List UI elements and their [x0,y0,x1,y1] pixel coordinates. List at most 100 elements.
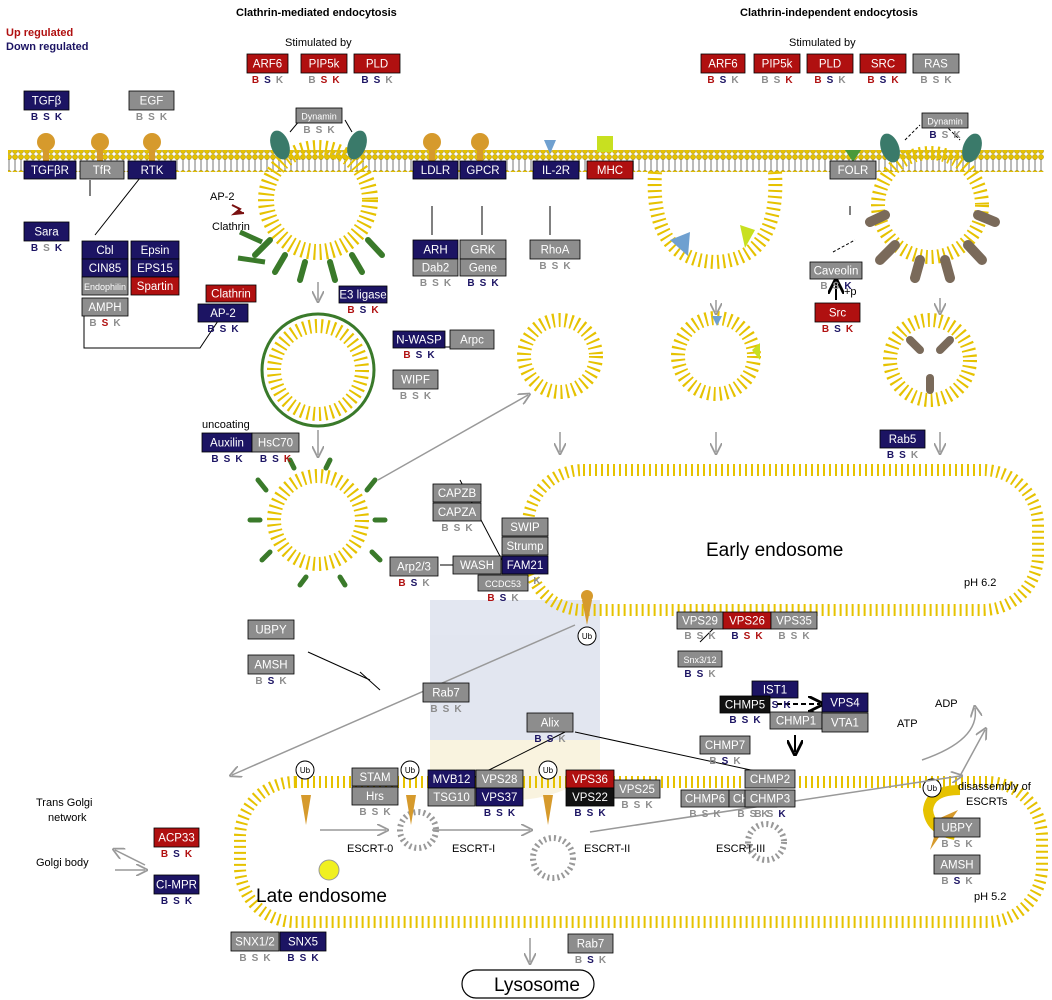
header-clathrin-mediated: Clathrin-mediated endocytosis [236,7,397,19]
protein-box-mhc: MHC [587,161,633,179]
protein-box-rtk: RTK [128,161,176,179]
bsk-letter: K [284,454,292,465]
bsk-letter: B [737,809,744,820]
protein-box-label: VPS35 [776,616,812,628]
bsk-letter: K [385,75,393,86]
bsk-letter: K [235,454,243,465]
protein-box-label: VPS26 [729,616,765,628]
bsk-letter: S [697,631,704,642]
bsk-letter: K [465,523,473,534]
bsk-letter: B [575,955,582,966]
protein-box-ldlr: LDLR [413,161,458,179]
protein-box-label: Rab7 [577,939,605,951]
protein-box-ubpy-l: UBPY [248,620,294,639]
bsk-letter: S [411,578,418,589]
bsk-letter: B [467,278,474,289]
bsk-letter: K [185,849,193,860]
protein-box-label: CHMP2 [750,774,790,786]
protein-box-dab2: Dab2BSK [413,259,458,289]
bsk-letter: B [941,876,948,887]
protein-box-gene: GeneBSK [460,259,506,289]
bsk-letter: K [327,125,335,136]
bsk-letter: B [920,75,927,86]
protein-box-label: VPS37 [482,792,518,804]
bsk-letter: B [255,676,262,687]
ub-label: Ub [543,766,554,775]
bsk-letter: B [484,808,491,819]
protein-box-label: PIP5k [309,59,340,71]
protein-box-eps15: EPS15 [131,259,179,277]
ub-label: Ub [405,766,416,775]
bsk-letter: S [443,704,450,715]
bsk-letter: B [31,243,38,254]
protein-box-amph: AMPHBSK [82,298,128,329]
protein-box-label: Auxilin [210,438,244,450]
bsk-letter: S [744,631,751,642]
bsk-letter: B [778,631,785,642]
protein-box-nwasp: N-WASPBSK [393,331,445,361]
protein-box-label: MHC [597,165,623,177]
bsk-letter: B [207,324,214,335]
protein-box-label: MVB12 [433,774,471,786]
protein-box-label: Spartin [137,281,173,293]
bsk-letter: S [316,125,323,136]
bsk-letter: K [263,953,271,964]
protein-box-label: RTK [141,165,164,177]
label-lysosome: Lysosome [494,975,580,996]
stimulated-right: Stimulated by [789,37,856,49]
bsk-letter: S [547,734,554,745]
bsk-letter: B [161,849,168,860]
label-disassembly: disassembly of [958,781,1032,793]
bsk-letter: S [454,523,461,534]
bsk-letter: K [965,876,973,887]
protein-box-label: Dynamin [301,112,337,122]
bsk-letter: S [496,808,503,819]
bsk-letter: S [360,305,367,316]
bsk-letter: B [534,734,541,745]
bsk-letter: B [707,75,714,86]
protein-box-snx5: SNX5BSK [280,932,326,964]
bsk-letter: K [279,676,287,687]
bsk-letter: K [731,75,739,86]
bsk-letter: K [911,450,919,461]
label-escrt2: ESCRT-II [584,843,630,855]
bsk-letter: K [965,839,973,850]
bsk-letter: K [755,631,763,642]
bsk-letter: B [731,631,738,642]
bsk-letter: S [772,700,779,711]
bsk-letter: K [454,704,462,715]
bsk-letter: K [645,800,653,811]
protein-box-label: Epsin [141,245,170,257]
bsk-letter: K [558,734,566,745]
bsk-letter: B [420,278,427,289]
protein-box-label: AMPH [88,302,121,314]
bsk-letter: S [933,75,940,86]
protein-box-label: CHMP7 [705,740,745,752]
bsk-letter: B [941,839,948,850]
bsk-letter: K [113,318,121,329]
protein-box-label: VPS36 [572,774,608,786]
bsk-letter: B [308,75,315,86]
bsk-letter: S [827,75,834,86]
protein-box-label: FAM21 [507,560,543,572]
protein-box-cimpr: CI-MPRBSK [154,875,199,907]
bsk-letter: S [587,808,594,819]
protein-box-tsg10: TSG10 [428,788,475,806]
protein-box-label: Cbl [96,245,113,257]
protein-box-label: HsC70 [258,438,293,450]
bsk-letter: K [371,305,379,316]
protein-box-label: VPS4 [830,698,860,710]
bsk-letter: B [260,454,267,465]
bsk-letter: K [383,807,391,818]
bsk-letter: S [500,593,507,604]
label-late-endosome: Late endosome [256,886,387,907]
protein-box-label: SNX5 [288,937,318,949]
bsk-letter: B [684,631,691,642]
